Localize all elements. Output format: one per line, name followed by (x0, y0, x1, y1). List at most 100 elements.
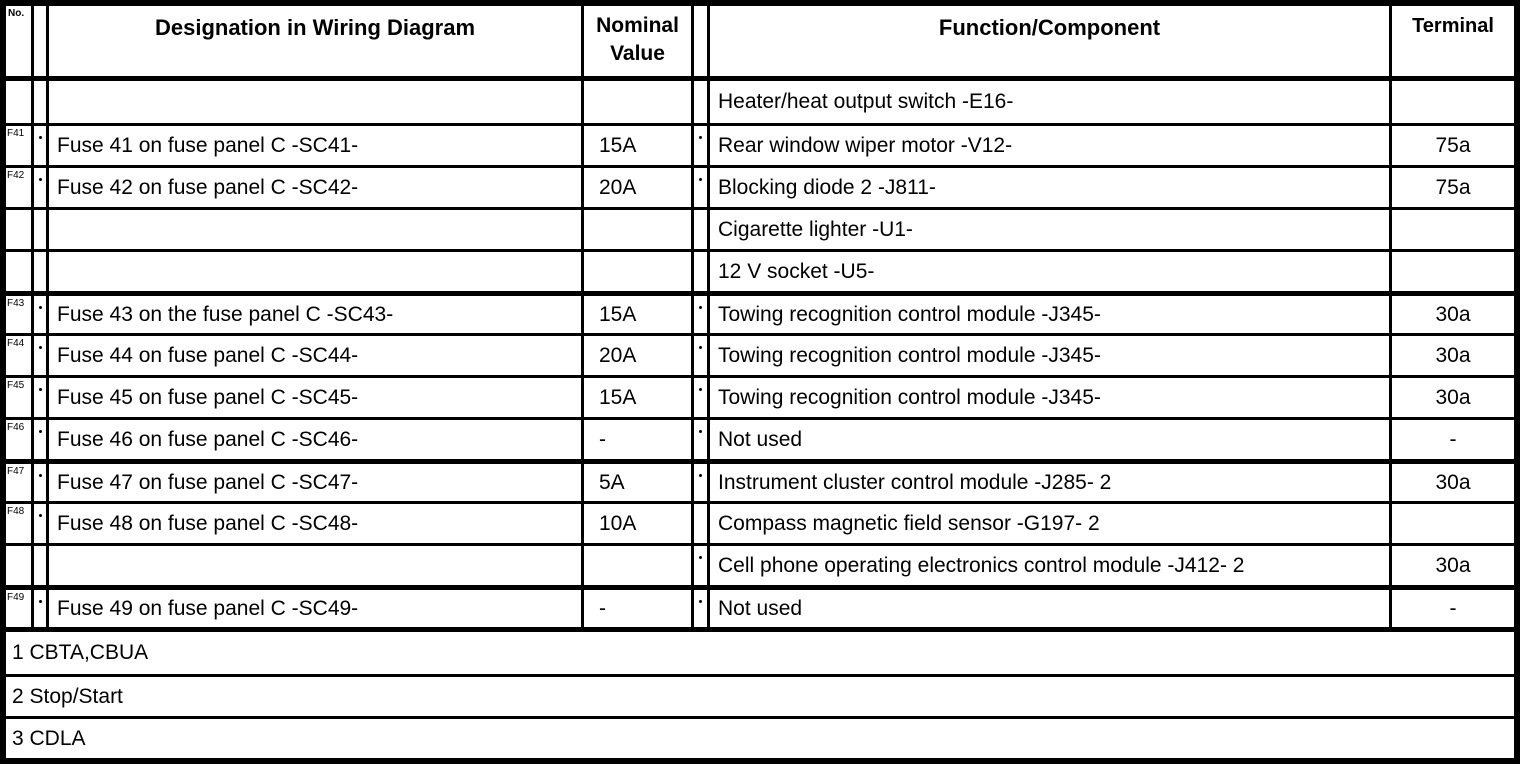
mark-cell-right (694, 126, 710, 165)
header-nominal-line2: Value (610, 42, 665, 65)
mark-cell-right (694, 378, 710, 417)
fuse-no-cell (6, 210, 34, 249)
nominal-value-cell: 15A (584, 296, 694, 333)
designation-cell (49, 210, 584, 249)
header-nominal-value: Nominal Value (584, 6, 694, 76)
terminal-cell (1392, 504, 1514, 543)
marker-dot-icon (38, 514, 42, 517)
marker-dot-icon (699, 388, 702, 391)
designation-cell: Fuse 44 on fuse panel C -SC44- (49, 336, 584, 375)
marker-dot-icon (38, 346, 42, 349)
terminal-cell: - (1449, 596, 1457, 620)
footnote-text: 2 Stop/Start (12, 684, 123, 708)
terminal-cell: 30a (1435, 553, 1471, 577)
function-cell: Not used (710, 420, 1392, 459)
nominal-value-cell (584, 252, 694, 291)
table-row: F41 Fuse 41 on fuse panel C -SC41- 15A R… (6, 123, 1514, 165)
marker-dot-icon (699, 430, 702, 433)
function-cell: Compass magnetic field sensor -G197- 2 (710, 504, 1392, 543)
function-cell: Cigarette lighter -U1- (710, 210, 1392, 249)
fuse-no-cell: F42 (6, 168, 34, 207)
mark-cell-left (34, 81, 49, 123)
fuse-no-label: F42 (7, 170, 25, 181)
terminal-cell: 30a (1435, 385, 1471, 409)
designation-cell: Fuse 47 on fuse panel C -SC47- (49, 464, 584, 501)
designation-cell (49, 81, 584, 123)
footnote-row: 1 CBTA,CBUA (6, 632, 1514, 674)
fuse-no-cell: F48 (6, 504, 34, 543)
marker-dot-icon (38, 600, 42, 603)
mark-cell-right (694, 168, 710, 207)
terminal-cell: 30a (1435, 302, 1471, 326)
function-cell: Heater/heat output switch -E16- (710, 81, 1392, 123)
header-no: No. (6, 6, 34, 76)
fuse-no-label: F47 (7, 466, 25, 477)
table-row: F49 Fuse 49 on fuse panel C -SC49- - Not… (6, 585, 1514, 627)
function-cell: Towing recognition control module -J345- (710, 378, 1392, 417)
mark-cell-left (34, 504, 49, 543)
footnote-row: 3 CDLA (6, 716, 1514, 758)
marker-dot-icon (38, 474, 42, 477)
nominal-value-cell: 10A (584, 504, 694, 543)
marker-dot-icon (38, 136, 42, 139)
marker-dot-icon (38, 178, 42, 181)
table-row: F43 Fuse 43 on the fuse panel C -SC43- 1… (6, 291, 1514, 333)
marker-dot-icon (699, 306, 702, 309)
terminal-cell (1392, 81, 1514, 123)
fuse-no-cell (6, 546, 34, 585)
function-cell: Rear window wiper motor -V12- (710, 126, 1392, 165)
nominal-value-cell: - (584, 420, 694, 459)
mark-cell-right (694, 336, 710, 375)
fuse-no-label: F48 (7, 506, 25, 517)
designation-cell: Fuse 41 on fuse panel C -SC41- (49, 126, 584, 165)
terminal-cell: - (1449, 427, 1457, 451)
marker-dot-icon (38, 430, 42, 433)
mark-cell-left (34, 252, 49, 291)
header-nominal-line1: Nominal (596, 14, 679, 37)
marker-dot-icon (38, 388, 42, 391)
nominal-value-cell: 20A (584, 168, 694, 207)
footnote-text: 1 CBTA,CBUA (12, 641, 149, 664)
table-footer: 1 CBTA,CBUA 2 Stop/Start 3 CDLA (6, 627, 1514, 758)
fuse-no-cell: F49 (6, 590, 34, 627)
fuse-no-label: F44 (7, 338, 25, 349)
table-header-row: No. Designation in Wiring Diagram Nomina… (6, 6, 1514, 81)
marker-dot-icon (699, 346, 702, 349)
designation-cell: Fuse 45 on fuse panel C -SC45- (49, 378, 584, 417)
table-row: F44 Fuse 44 on fuse panel C -SC44- 20A T… (6, 333, 1514, 375)
designation-cell: Fuse 46 on fuse panel C -SC46- (49, 420, 584, 459)
marker-dot-icon (699, 178, 702, 181)
function-cell: 12 V socket -U5- (710, 252, 1392, 291)
designation-cell: Fuse 48 on fuse panel C -SC48- (49, 504, 584, 543)
terminal-cell: 30a (1435, 470, 1471, 494)
table-row: F46 Fuse 46 on fuse panel C -SC46- - Not… (6, 417, 1514, 459)
nominal-value-cell: 5A (584, 464, 694, 501)
table-row: F47 Fuse 47 on fuse panel C -SC47- 5A In… (6, 459, 1514, 501)
terminal-cell: 30a (1435, 343, 1471, 367)
nominal-value-cell: 20A (584, 336, 694, 375)
fuse-no-label: F41 (7, 128, 25, 139)
header-terminal: Terminal (1412, 15, 1494, 37)
table-row: F48 Fuse 48 on fuse panel C -SC48- 10A C… (6, 501, 1514, 543)
marker-dot-icon (38, 306, 42, 309)
mark-cell-left (34, 126, 49, 165)
fuse-no-cell: F46 (6, 420, 34, 459)
function-cell: Towing recognition control module -J345- (710, 336, 1392, 375)
fuse-no-label: F49 (7, 592, 25, 603)
marker-dot-icon (699, 600, 702, 603)
function-cell: Not used (710, 590, 1392, 627)
designation-cell: Fuse 49 on fuse panel C -SC49- (49, 590, 584, 627)
mark-cell-right (694, 504, 710, 543)
marker-dot-icon (699, 556, 702, 559)
fuse-no-cell: F45 (6, 378, 34, 417)
function-cell: Cell phone operating electronics control… (710, 546, 1392, 585)
mark-cell-right (694, 296, 710, 333)
nominal-value-cell: - (584, 590, 694, 627)
footnote-text: 3 CDLA (12, 726, 86, 750)
mark-cell-left (34, 590, 49, 627)
table-body: Heater/heat output switch -E16- F41 Fuse… (6, 81, 1514, 627)
fuse-no-cell: F43 (6, 296, 34, 333)
nominal-value-cell (584, 546, 694, 585)
mark-cell-right (694, 420, 710, 459)
